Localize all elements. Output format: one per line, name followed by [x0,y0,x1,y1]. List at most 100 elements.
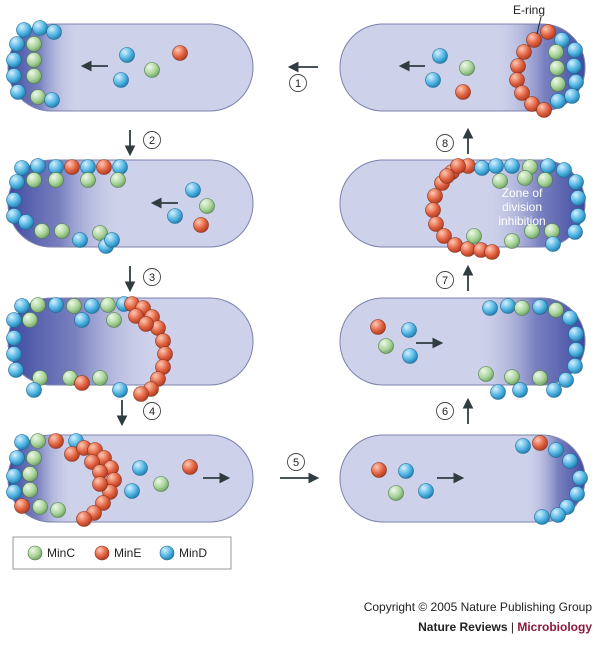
mind-protein [515,438,531,454]
cell-outline [339,23,586,112]
minc-protein [153,476,169,492]
step-number: 7 [442,275,448,287]
step-number: 5 [293,457,299,469]
step-number: 1 [295,78,301,90]
minc-protein [66,298,82,314]
mind-protein [18,214,34,230]
step-5-marker: 5 [287,453,305,471]
mine-protein [510,58,526,74]
mine-protein [157,346,173,362]
step-circle [436,402,454,420]
step-circle [143,268,161,286]
mind-protein [6,346,22,362]
legend-mind-swatch [159,545,175,561]
mind-protein [488,158,504,174]
mind-protein [548,442,564,458]
mine-protein [74,375,90,391]
mind-protein [482,300,498,316]
mind-protein [72,232,88,248]
copyright-text: Copyright © 2005 Nature Publishing Group [363,600,592,614]
mine-protein [425,202,441,218]
mind-protein [504,158,520,174]
mind-protein [512,382,528,398]
cell-7 [339,297,586,386]
mind-protein [568,74,584,90]
mine-protein [532,435,548,451]
mind-protein [132,460,148,476]
mind-protein [8,362,24,378]
minc-protein [26,52,42,68]
zone-label-line1: Zone of [502,186,543,200]
mine-protein [439,168,455,184]
mind-protein [14,298,30,314]
journal-name: Nature Reviews [418,620,508,634]
mine-protein [371,462,387,478]
minc-protein [478,366,494,382]
mind-protein [119,47,135,63]
cell-1 [7,23,254,112]
mind-protein [398,463,414,479]
mine-protein [484,244,500,260]
zone-label-line2: division [502,200,542,214]
mind-protein [418,483,434,499]
mind-protein [572,470,588,486]
mind-protein [44,92,60,108]
step-circle [143,402,161,420]
mind-protein [534,509,550,525]
minc-protein [106,312,122,328]
journal-subtitle: Microbiology [517,620,592,634]
step-number: 8 [442,138,448,150]
mind-protein [556,162,572,178]
minc-protein [504,233,520,249]
mine-protein [92,476,108,492]
mine-protein [428,216,444,232]
step-4-marker: 4 [143,402,161,420]
minc-protein [22,482,38,498]
minc-protein [100,297,116,313]
mine-protein [540,24,556,40]
minc-protein [144,62,160,78]
mine-protein [447,237,463,253]
mind-protein [567,358,583,374]
mind-protein [474,160,490,176]
minc-protein [492,173,508,189]
step-7-marker: 7 [436,271,454,289]
mind-protein [562,310,578,326]
minc-protein [26,36,42,52]
step-1-marker: 1 [289,74,307,92]
legend: MinC MinE MinD [12,536,232,570]
cell-8 [339,434,586,523]
mind-protein [167,208,183,224]
step-number: 2 [149,135,155,147]
minc-protein [550,76,566,92]
mind-protein [550,93,566,109]
mind-protein [32,20,48,36]
mind-protein [568,174,584,190]
minc-protein [30,433,46,449]
mind-protein [546,382,562,398]
mind-protein [567,224,583,240]
mind-protein [74,312,90,328]
minc-protein [22,466,38,482]
step-3-marker: 3 [143,268,161,286]
mind-protein [532,299,548,315]
mind-protein [6,330,22,346]
mind-protein [10,84,26,100]
e-ring-label: E-ring [513,3,545,17]
mine-protein [76,511,92,527]
minc-protein [92,370,108,386]
minc-protein [30,89,46,105]
mine-protein [436,228,452,244]
mind-protein [562,453,578,469]
beads-layer [6,20,588,527]
legend-minc-label: MinC [47,546,75,560]
mine-protein [172,45,188,61]
mind-protein [26,382,42,398]
mind-protein [570,190,586,206]
zone-label-line3: inhibition [498,214,545,228]
minc-protein [548,44,564,60]
minc-protein [92,225,108,241]
mind-protein [564,88,580,104]
minc-protein [26,172,42,188]
